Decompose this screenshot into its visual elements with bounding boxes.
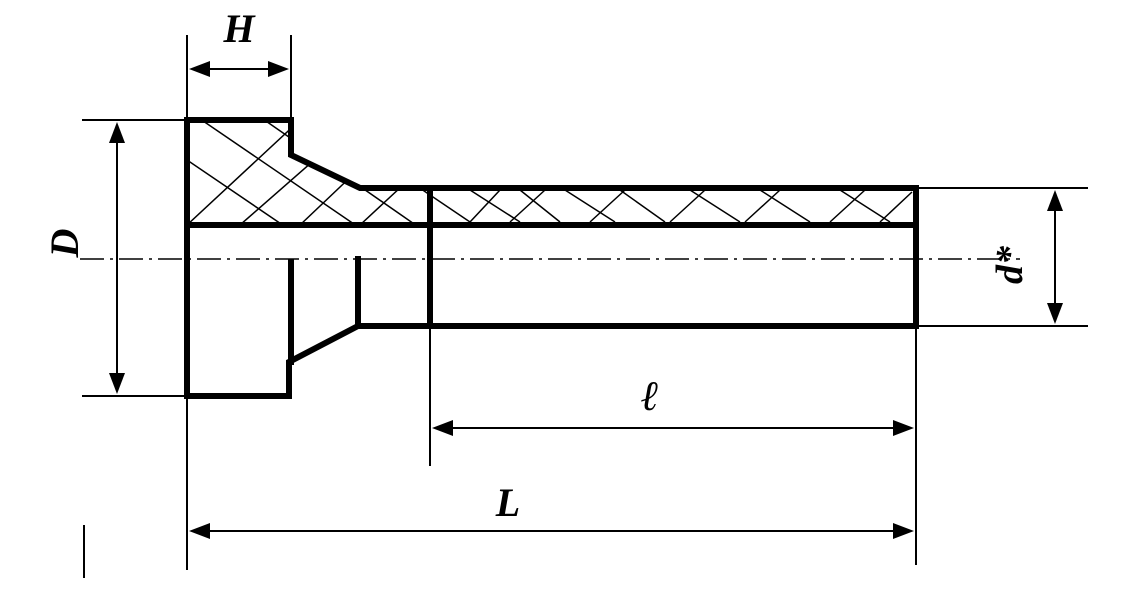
dimension-d <box>1047 190 1063 324</box>
head-section-hatching <box>187 120 430 225</box>
label-l: ℓ <box>641 374 659 420</box>
label-D: D <box>42 229 87 259</box>
shank-section-hatching <box>430 189 913 223</box>
label-d-star: d* <box>989 245 1031 284</box>
dimension-H <box>189 61 289 77</box>
extension-lines <box>82 35 1088 578</box>
label-L: L <box>495 480 520 525</box>
dimension-D <box>109 122 125 394</box>
label-H: H <box>222 6 256 51</box>
dimension-l <box>432 420 914 436</box>
dimension-L <box>189 523 914 539</box>
part-outline <box>184 117 919 399</box>
